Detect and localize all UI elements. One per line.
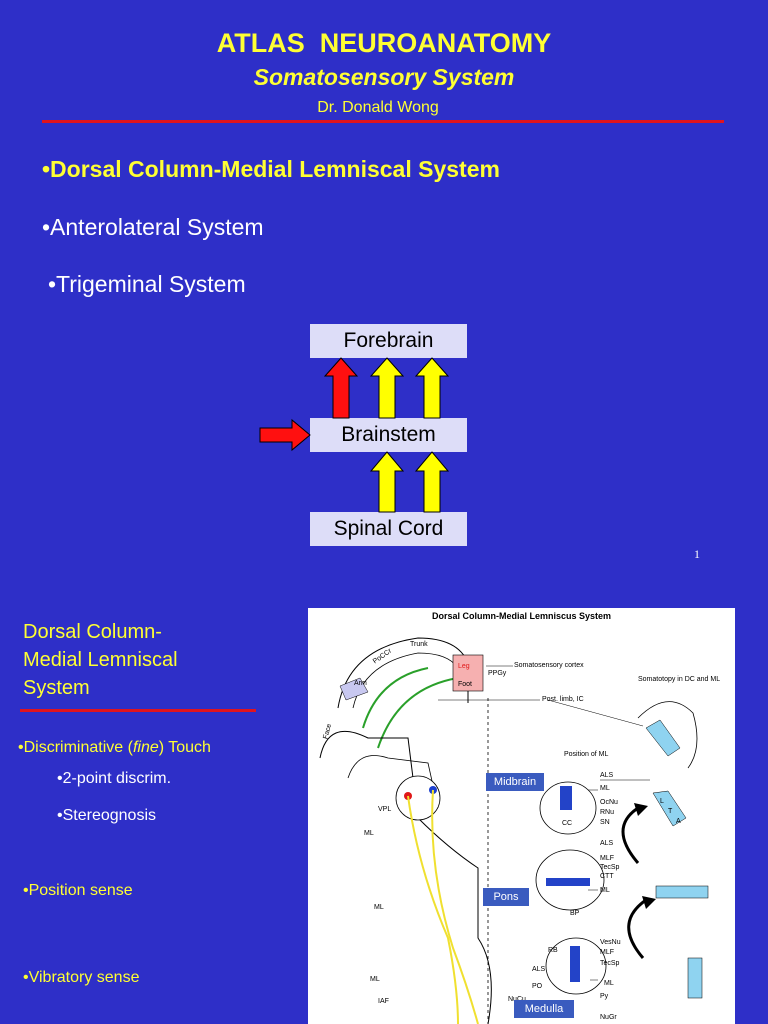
heading-line: Medial Lemniscal	[23, 649, 178, 671]
bullet-position-sense: •Position sense	[23, 882, 133, 899]
label-py: Py	[600, 993, 609, 1000]
red-right-arrow	[259, 418, 311, 452]
bullet-dorsal-column: •Dorsal Column-Medial Lemniscal System	[42, 156, 500, 182]
label-vpl: VPL	[378, 806, 392, 813]
label-sn: SN	[600, 819, 610, 826]
label-a: A	[676, 818, 681, 825]
slide-subtitle: Somatosensory System	[253, 64, 515, 90]
heading-rule	[20, 709, 256, 712]
bullet-trigeminal: •Trigeminal System	[48, 271, 246, 297]
label-als-pons: ALS	[600, 840, 614, 847]
yellow-up-arrow	[414, 451, 450, 513]
label-nucu: NuCu	[508, 996, 526, 1003]
label-ml-med: ML	[604, 980, 614, 987]
sub-bullet-2point: •2-point discrim.	[57, 770, 172, 787]
yellow-up-arrow	[414, 357, 450, 419]
label-als-med: ALS	[532, 966, 546, 973]
bullet-vibratory-sense: •Vibratory sense	[23, 969, 140, 986]
heading-line: Dorsal Column-	[23, 621, 162, 643]
label-rb: RB	[548, 947, 558, 954]
slide2-heading: Dorsal Column- Medial Lemniscal System	[23, 618, 178, 702]
label-ml-left: ML	[364, 830, 374, 837]
figure-drawing	[319, 637, 709, 1024]
label-ctt: CTT	[600, 873, 614, 880]
brainstem-box: Brainstem	[310, 418, 467, 452]
label-somatosensory-cortex: Somatosensory cortex	[514, 662, 584, 669]
heading-line: System	[23, 677, 90, 699]
page-number: 1	[694, 547, 700, 561]
tag-midbrain: Midbrain	[486, 773, 544, 791]
label-tecsp-med: TecSp	[600, 960, 620, 967]
yellow-up-arrow	[369, 357, 405, 419]
label-ml-mid: ML	[600, 785, 610, 792]
label-foot: Foot	[458, 681, 473, 688]
label-po: PO	[532, 983, 543, 990]
bullet-anterolateral: •Anterolateral System	[42, 214, 264, 240]
red-up-arrow	[323, 357, 359, 419]
label-leg: Leg	[458, 663, 470, 670]
label-post-limb: Post. limb, IC	[542, 696, 584, 703]
label-l: L	[660, 798, 664, 805]
label-somatotopy: Somatotopy in DC and ML	[638, 676, 721, 683]
spinal-cord-box: Spinal Cord	[310, 512, 467, 546]
label-position-ml: Position of ML	[564, 751, 609, 758]
label-nugr: NuGr	[600, 1014, 617, 1021]
slide-1: ATLAS NEUROANATOMY Somatosensory System …	[0, 0, 768, 576]
label-cc: CC	[562, 820, 573, 827]
title-rule	[42, 120, 724, 123]
label-bp: BP	[570, 910, 580, 917]
author: Dr. Donald Wong	[317, 99, 439, 116]
slide-title: ATLAS NEUROANATOMY	[216, 28, 552, 58]
label-mlf-pons: MLF	[600, 855, 614, 862]
label-trunk: Trunk	[410, 641, 428, 648]
tag-pons: Pons	[483, 888, 529, 906]
slide-2: Dorsal Column- Medial Lemniscal System •…	[0, 576, 768, 1024]
label-ml-left2: ML	[374, 904, 384, 911]
bullet-discriminative-touch: •Discriminative (fine) Touch	[18, 739, 211, 757]
label-ml-pons: ML	[600, 887, 610, 894]
yellow-up-arrow	[369, 451, 405, 513]
label-tecsp-pons: TecSp	[600, 864, 620, 871]
sub-bullet-stereognosis: •Stereognosis	[57, 807, 156, 824]
label-ppgy: PPGy	[488, 670, 507, 677]
label-ml-left3: ML	[370, 976, 380, 983]
pathway-arrows	[259, 357, 450, 513]
dcml-figure: Dorsal Column-Medial Lemniscus System Po…	[308, 608, 735, 1024]
label-vesnu: VesNu	[600, 939, 621, 946]
label-arm: Arm	[354, 680, 367, 687]
label-rnu: RNu	[600, 809, 615, 816]
tag-medulla: Medulla	[514, 1000, 574, 1018]
bullet-text: ) Touch	[158, 739, 211, 756]
figure-title: Dorsal Column-Medial Lemniscus System	[431, 611, 612, 621]
label-t: T	[668, 808, 673, 815]
label-mlf-med: MLF	[600, 949, 614, 956]
label-als-mid: ALS	[600, 772, 614, 779]
label-iaf: IAF	[378, 998, 389, 1005]
bullet-emphasis: fine	[132, 739, 159, 756]
forebrain-box: Forebrain	[310, 324, 467, 358]
label-ocnu: OcNu	[600, 799, 618, 806]
bullet-text: •Discriminative (	[18, 739, 133, 756]
